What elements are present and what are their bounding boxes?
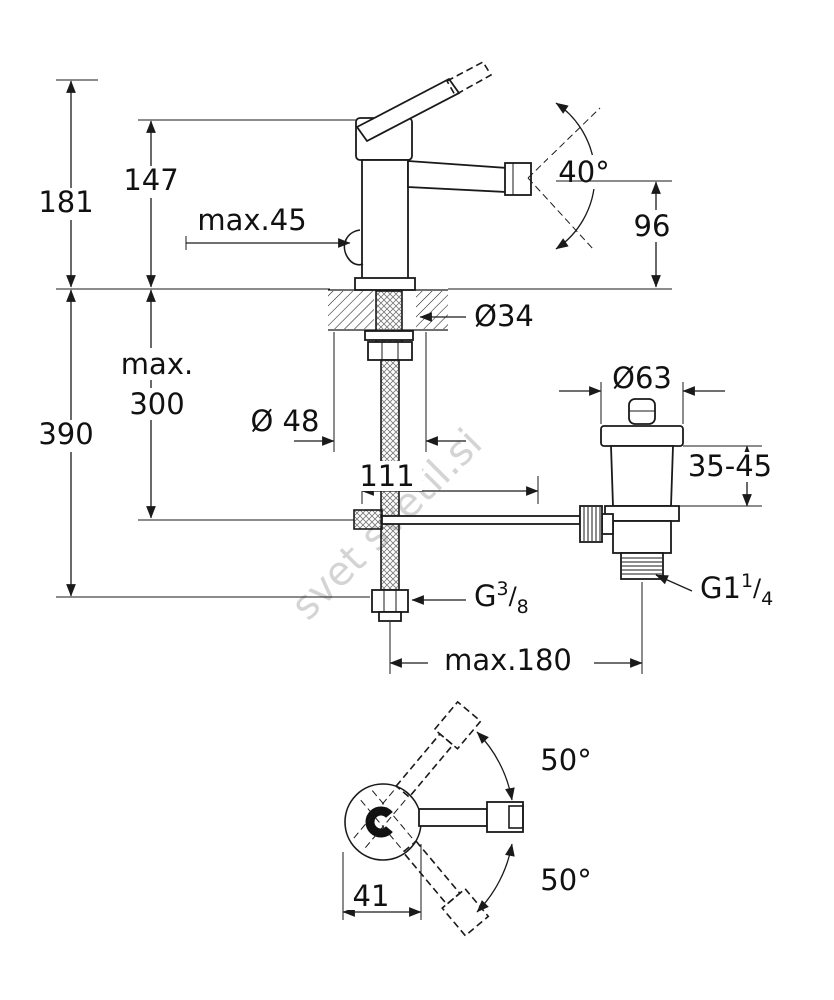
g114-slash: / — [753, 574, 762, 602]
faucet-body — [361, 159, 409, 281]
lever-alternate-position-dashed — [445, 60, 493, 97]
faucet-front-view — [343, 60, 532, 291]
label-bg — [548, 155, 620, 189]
dim-dia63-label: Ø63 — [612, 361, 672, 395]
dim-111-label: 111 — [359, 459, 414, 493]
dim-96-label: 96 — [634, 209, 671, 243]
dim-dia34-label: Ø34 — [474, 299, 534, 333]
dim-dia34: Ø34 — [419, 299, 534, 333]
dim-dia48-label: Ø 48 — [251, 404, 320, 438]
rod-joint-stub — [601, 513, 614, 535]
angle-40-label: 40° — [558, 155, 609, 189]
dim-41-label: 41 — [353, 879, 390, 913]
dim-147-label: 147 — [123, 163, 178, 197]
deck-hatch-right — [416, 291, 448, 329]
g38-slash: / — [509, 582, 518, 610]
tailpiece-thread-lines — [622, 557, 662, 575]
popup-waste-assembly — [579, 398, 684, 580]
lever-tip-detail — [508, 805, 524, 829]
waste-flange — [600, 425, 684, 447]
waste-locknut — [604, 505, 680, 522]
angle-50-bottom-label: 50° — [540, 863, 591, 897]
g38-numerator: 3 — [496, 578, 508, 600]
dim-111: 111 — [352, 459, 539, 496]
dim-max45: max.45 — [185, 203, 351, 250]
popup-rod-knob — [343, 229, 364, 266]
dim-max300-label-line2: 300 — [129, 387, 184, 421]
mounting-deck — [328, 289, 448, 331]
body-outline-circle — [344, 783, 422, 861]
faucet-top-view: 50° 50° — [344, 700, 592, 937]
dim-g38: G3/8 — [411, 578, 529, 618]
g38-denominator: 8 — [517, 596, 529, 618]
dim-96: 96 — [624, 181, 682, 288]
rod-connector — [353, 509, 383, 530]
dim-g114: G11/4 — [655, 570, 773, 610]
g38-prefix: G — [474, 579, 496, 613]
knurl-lines — [583, 507, 601, 541]
fitting-stub — [378, 611, 402, 622]
dim-max180-label: max.180 — [444, 643, 572, 677]
mounting-nut — [367, 341, 413, 361]
angle-50-top-label: 50° — [540, 743, 591, 777]
dim-35-45: 35-45 — [688, 445, 774, 507]
spout-aerator — [504, 162, 532, 196]
dim-35-45-label: 35-45 — [688, 449, 772, 483]
dim-g114-label: G11/4 — [700, 570, 773, 610]
dim-max45-label: max.45 — [197, 203, 306, 237]
faucet-spout — [407, 160, 508, 193]
g114-prefix: G1 — [700, 571, 741, 605]
g114-numerator: 1 — [741, 570, 753, 592]
g114-denominator: 4 — [761, 588, 773, 610]
dim-181-label: 181 — [38, 185, 93, 219]
dim-181: 181 — [36, 80, 100, 288]
dim-41: 41 — [342, 844, 422, 920]
faucet-base — [354, 277, 416, 291]
washer — [364, 330, 414, 341]
lever-rotated-up-dashed — [353, 700, 482, 848]
shank-and-supply-hose — [353, 290, 581, 622]
dim-max300-label-line1: max. — [121, 347, 193, 381]
dim-max180: max.180 — [389, 642, 643, 677]
dim-dia48: Ø 48 — [251, 404, 466, 446]
waste-upper-body — [610, 445, 674, 507]
dim-390: 390 — [32, 289, 100, 597]
spray-cone-dimension: 40° — [527, 102, 620, 251]
lever-arm-top-view — [418, 808, 488, 827]
dim-147: 147 — [116, 120, 186, 288]
dim-390-label: 390 — [38, 417, 93, 451]
horizontal-popup-rod — [381, 515, 581, 525]
angle-50-top-arc — [476, 731, 515, 801]
deck-hatch-left — [328, 291, 374, 329]
dim-g38-label: G3/8 — [474, 578, 529, 618]
g38-fitting-nut — [371, 589, 409, 613]
angle-50-bottom-arc — [476, 843, 515, 913]
dim-max300: max. 300 — [112, 289, 202, 519]
dim-dia63: Ø63 — [559, 361, 725, 396]
waste-lower-body — [612, 520, 672, 554]
knurled-adjuster-knob — [579, 505, 603, 543]
spout-section-mark — [365, 806, 393, 838]
